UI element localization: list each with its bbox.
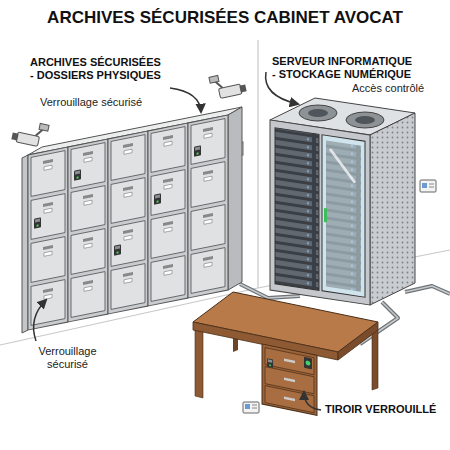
callout-label: TIROIR VERROUILLÉ — [325, 403, 436, 416]
diagram-title: ARCHIVES SÉCURISÉES CABINET AVOCAT — [47, 8, 403, 28]
id-badge — [243, 402, 259, 413]
camera-icon — [209, 70, 247, 100]
note-label: Accès contrôlé — [352, 82, 424, 95]
desk — [193, 292, 378, 415]
server-rack — [270, 98, 415, 305]
filing-cabinets — [22, 107, 242, 333]
note-label: Verrouillage sécurisé — [40, 96, 142, 109]
callout-label: SERVEUR INFORMATIQUE - STOCKAGE NUMÉRIQU… — [272, 55, 416, 81]
camera-icon — [11, 118, 49, 148]
callout-label: ARCHIVES SÉCURISÉES - DOSSIERS PHYSIQUES — [30, 56, 164, 82]
badge-reader — [420, 180, 436, 192]
note-label: Verrouillage sécurisé — [30, 345, 105, 371]
